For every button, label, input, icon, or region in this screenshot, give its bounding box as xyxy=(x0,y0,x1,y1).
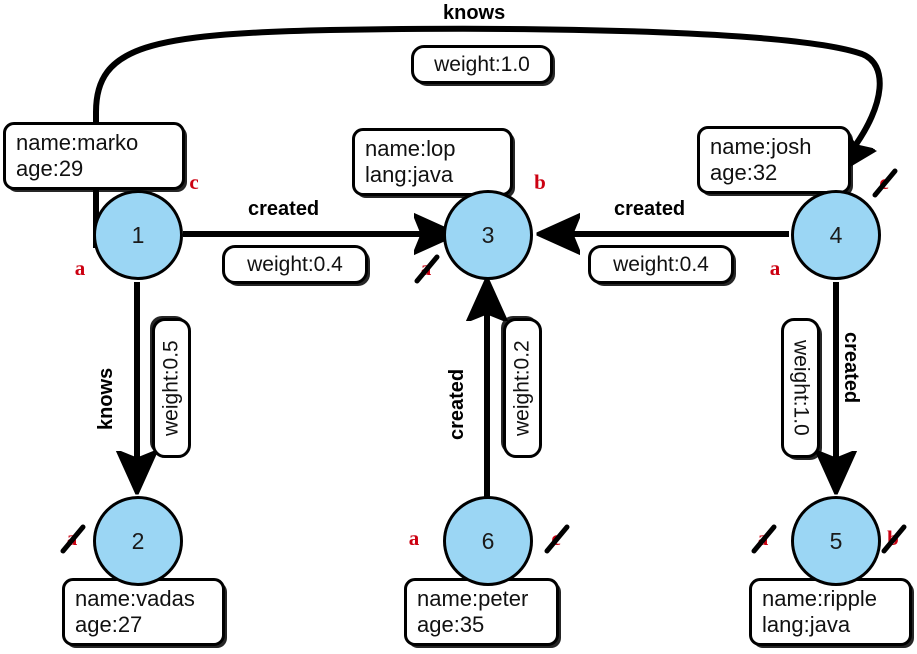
prop-line: name:vadas xyxy=(75,586,195,611)
edge-label-created-4-5: created xyxy=(840,332,862,404)
prop-box-node-5: name:ripple lang:java xyxy=(749,578,912,647)
annotation-letter: a xyxy=(408,526,420,550)
annotation-node-5-a: a xyxy=(751,524,777,554)
prop-box-node-4: name:josh age:32 xyxy=(697,126,851,195)
prop-line: name:josh xyxy=(710,134,812,159)
annotation-letter: c xyxy=(879,170,889,194)
edge-label-created-6-3: created xyxy=(446,368,468,440)
prop-line: lang:java xyxy=(762,611,851,637)
annotation-node-6-c: c xyxy=(544,524,570,554)
annotation-node-2-a: a xyxy=(60,524,86,554)
annotation-node-3-a: a xyxy=(414,254,440,284)
weight-box-knows-1-2: weight:0.5 xyxy=(152,318,191,458)
edge-knows-4-1 xyxy=(93,25,883,248)
edge-label-knows-4-1: knows xyxy=(443,2,506,24)
prop-line: age:35 xyxy=(417,611,485,637)
prop-line: name:marko xyxy=(16,130,139,155)
annotation-node-4-c: c xyxy=(872,168,898,198)
annotation-node-1-a: a xyxy=(70,258,90,280)
weight-box-created-6-3: weight:0.2 xyxy=(503,318,542,458)
annotation-letter: a xyxy=(769,256,781,280)
annotation-node-1-c: c xyxy=(184,172,204,194)
annotation-letter: a xyxy=(74,256,86,280)
weight-box-knows-4-1: weight:1.0 xyxy=(411,45,553,84)
prop-box-node-2: name:vadas age:27 xyxy=(62,578,225,647)
prop-line: age:27 xyxy=(75,611,143,637)
prop-line: name:lop xyxy=(365,136,456,161)
node-2[interactable]: 2 xyxy=(93,496,183,586)
annotation-letter: c xyxy=(189,170,199,194)
weight-box-created-1-3: weight:0.4 xyxy=(222,245,368,284)
annotation-letter: a xyxy=(420,256,432,280)
edge-label-knows-1-2: knows xyxy=(95,367,117,430)
weight-box-created-4-5: weight:1.0 xyxy=(781,318,820,458)
annotation-node-5-b: b xyxy=(881,524,907,554)
weight-box-created-4-3: weight:0.4 xyxy=(588,245,734,284)
edge-label-created-4-3: created xyxy=(614,198,686,220)
annotation-letter: b xyxy=(887,526,899,550)
node-1[interactable]: 1 xyxy=(93,190,183,280)
prop-box-node-6: name:peter age:35 xyxy=(404,578,559,647)
prop-line: name:ripple xyxy=(762,586,877,611)
annotation-node-3-b: b xyxy=(530,172,550,194)
node-3[interactable]: 3 xyxy=(443,190,533,280)
annotation-letter: a xyxy=(757,526,769,550)
edge-label-created-1-3: created xyxy=(248,198,320,220)
annotation-node-4-a: a xyxy=(765,258,785,280)
node-5[interactable]: 5 xyxy=(791,496,881,586)
annotation-letter: c xyxy=(551,526,561,550)
prop-line: age:29 xyxy=(16,155,84,181)
annotation-letter: b xyxy=(534,170,546,194)
prop-box-node-1: name:marko age:29 xyxy=(3,122,185,191)
prop-line: lang:java xyxy=(365,161,454,187)
annotation-letter: a xyxy=(66,526,78,550)
node-4[interactable]: 4 xyxy=(791,190,881,280)
prop-line: age:32 xyxy=(710,159,778,185)
prop-box-node-3: name:lop lang:java xyxy=(352,128,513,197)
prop-line: name:peter xyxy=(417,586,529,611)
node-6[interactable]: 6 xyxy=(443,496,533,586)
annotation-node-6-a: a xyxy=(404,528,424,550)
